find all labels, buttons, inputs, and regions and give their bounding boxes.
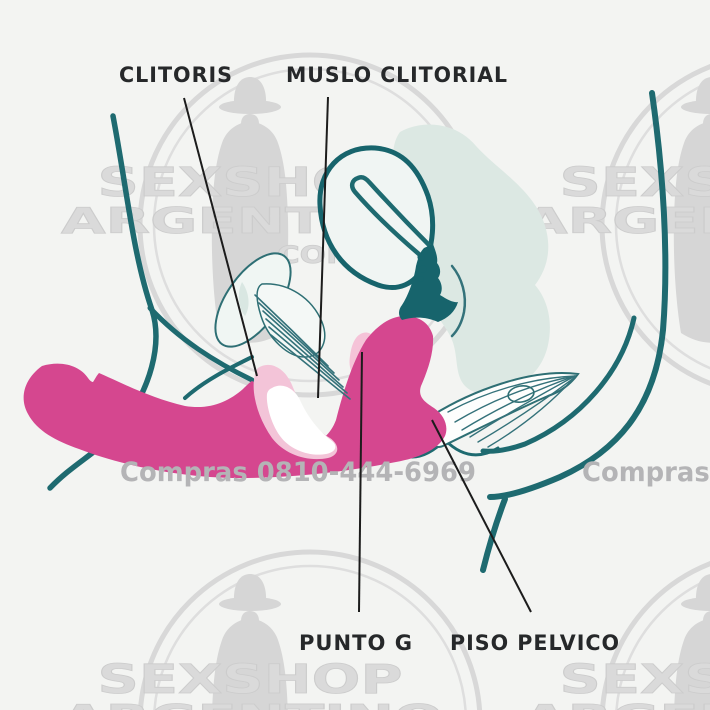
gspot-device [23,316,447,478]
rectum-shape [392,124,550,394]
pelvic-floor-striations [447,375,576,448]
body-outline-buttock-inner [480,315,637,454]
body-outline-back [487,90,669,500]
bladder-fold-line [349,174,433,258]
clitoral-bulb-shape [256,283,326,358]
clitoral-shaft-inner-shape [238,282,249,316]
urethra-shape [399,244,458,322]
vaginal-striation-lines [254,294,351,400]
urethra-right-line [450,264,467,338]
label-line-clitoris [183,97,258,377]
label-line-piso-pelvico [431,419,532,613]
labia-line-inner [183,355,254,400]
label-muslo-clitorial: MUSLO CLITORIAL [286,63,508,87]
body-outline-leg [480,496,508,573]
compras-watermark-text-right: Compras 0810-444-6969 [582,457,710,488]
label-line-muslo-clitorial [317,96,329,399]
label-punto-g: PUNTO G [299,631,413,655]
labia-line-outer [147,305,255,383]
vaginal-opening-highlight [266,385,336,455]
compras-watermark-text: Compras 0810-444-6969 [120,457,476,488]
pelvic-floor-loop-icon [507,385,535,403]
label-line-punto-g [358,351,363,613]
label-piso-pelvico: PISO PELVICO [450,631,620,655]
label-clitoris: CLITORIS [119,63,233,87]
